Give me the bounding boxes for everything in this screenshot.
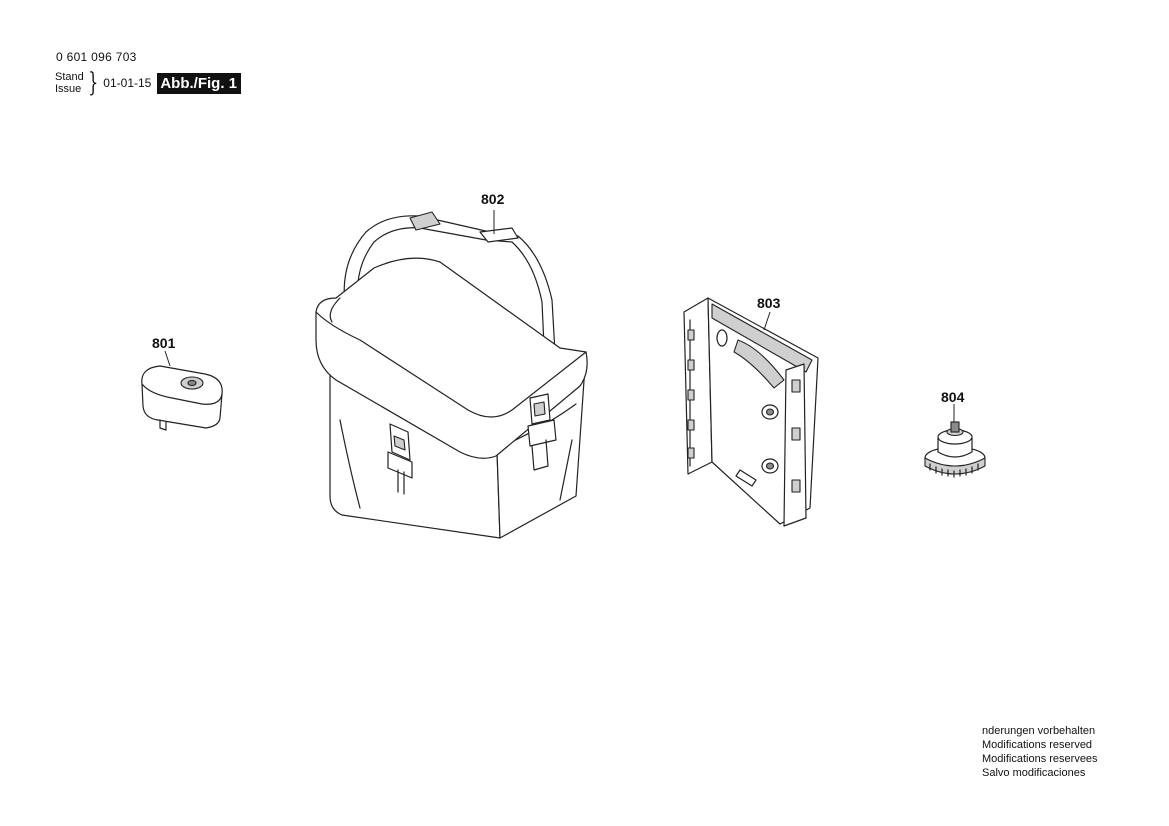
figure-badge: Abb./Fig. 1 [157, 72, 242, 94]
part-801-cover [141, 365, 223, 431]
modification-notice: nderungen vorbehalten Modifications rese… [982, 724, 1098, 780]
notice-line-spanish: Salvo modificaciones [982, 767, 1086, 779]
issue-date: 01-01-15 [103, 76, 152, 90]
part-803-plate [683, 297, 819, 527]
part-802-bag [315, 211, 588, 539]
leader-line-803 [763, 311, 771, 331]
issue-block: Stand Issue } 01-01-15 Abb./Fig. 1 [55, 68, 242, 98]
callout-804: 804 [941, 389, 965, 405]
callout-803: 803 [757, 295, 781, 311]
issue-label-issue: Issue [55, 83, 82, 95]
brace-icon: } [88, 68, 98, 98]
callout-801: 801 [152, 335, 176, 351]
issue-label-stand: Stand [55, 71, 84, 83]
leader-line-801 [164, 350, 171, 367]
issue-labels: Stand Issue [55, 71, 84, 95]
part-number: 0 601 096 703 [56, 50, 137, 64]
part-804-screw [924, 421, 986, 478]
notice-line-french: Modifications reservees [982, 753, 1098, 765]
notice-line-german: nderungen vorbehalten [982, 725, 1096, 737]
notice-line-english: Modifications reserved [982, 739, 1093, 751]
callout-802: 802 [481, 191, 505, 207]
